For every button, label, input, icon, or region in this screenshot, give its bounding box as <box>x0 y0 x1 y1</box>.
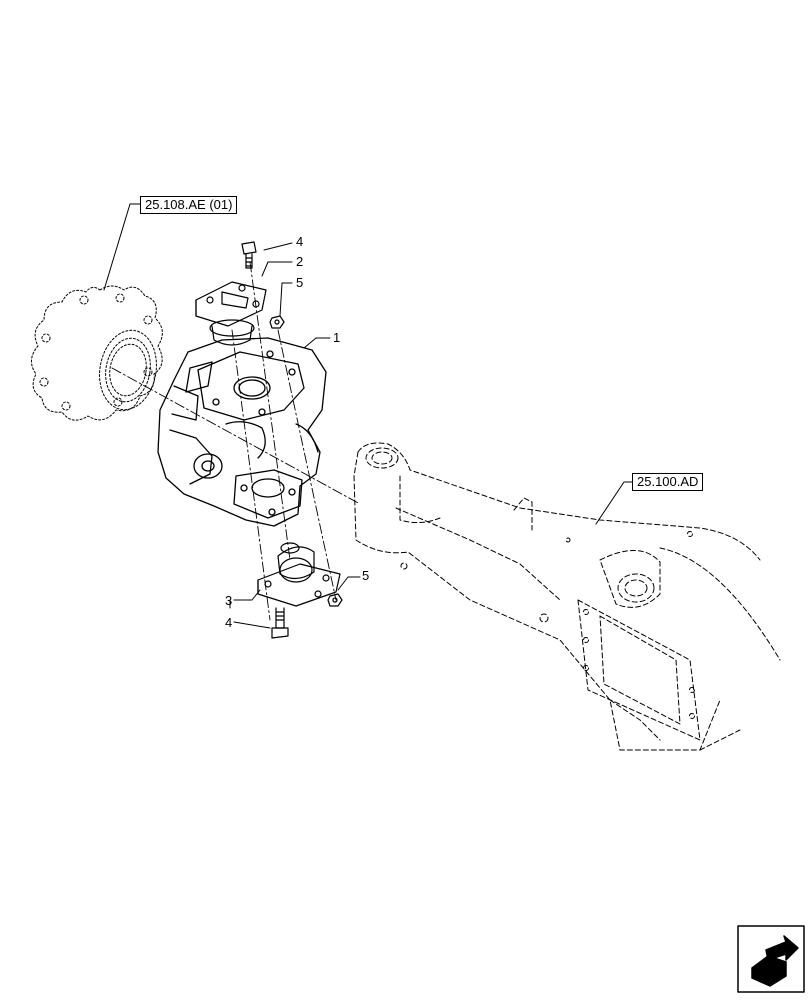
callout-4-upper-bolt: 4 <box>296 234 304 249</box>
steering-knuckle <box>157 337 327 527</box>
callout-3-lower-cap: 3 <box>225 593 233 608</box>
assembly-centerlines <box>111 261 361 621</box>
callout-5-lower-nut: 5 <box>362 568 370 583</box>
callout-1-knuckle: 1 <box>333 330 341 345</box>
next-page-arrow-icon[interactable] <box>738 925 806 993</box>
lower-nut <box>327 593 343 607</box>
wheel-hub-flange <box>31 285 163 421</box>
callout-2-upper-cap: 2 <box>296 254 304 269</box>
upper-nut <box>269 315 285 329</box>
upper-king-pin-cap <box>195 281 267 346</box>
axle-housing <box>353 442 781 751</box>
reference-box-hub[interactable]: 25.108.AE (01) <box>140 196 238 214</box>
lower-bolt <box>271 607 289 639</box>
leader-lines <box>103 203 633 629</box>
reference-box-axle[interactable]: 25.100.AD <box>632 473 704 491</box>
callout-5-upper-nut: 5 <box>296 275 304 290</box>
upper-bolt <box>241 241 257 269</box>
lower-king-pin-cap <box>257 542 341 607</box>
callout-4-lower-bolt: 4 <box>225 615 233 630</box>
next-page-arrow-icon-drawing <box>737 925 805 993</box>
